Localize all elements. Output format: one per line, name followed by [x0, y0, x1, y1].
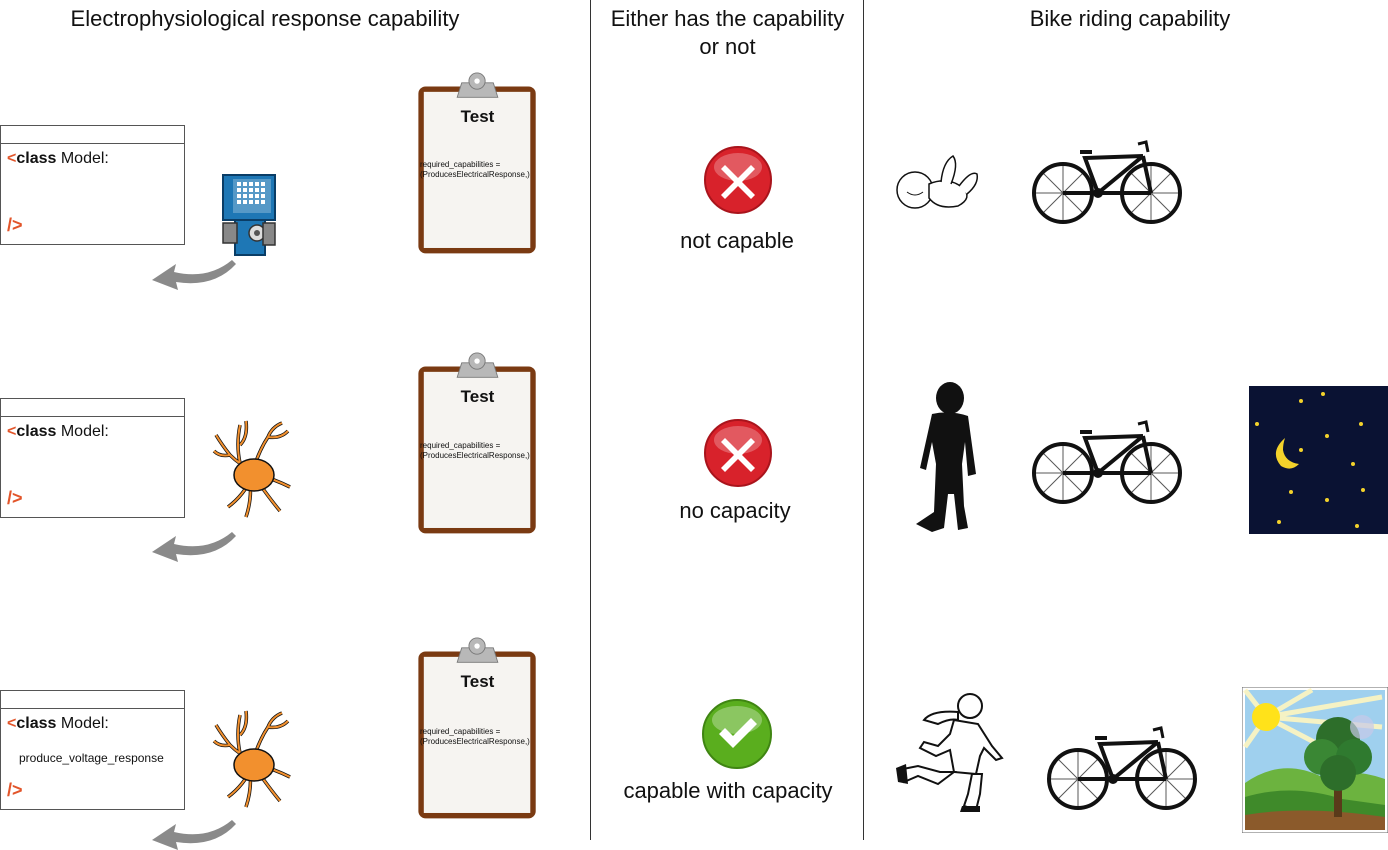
class-declaration: <class Model: — [7, 423, 109, 441]
right-column-title: Bike riding capability — [1029, 6, 1231, 31]
test-clipboard — [418, 637, 536, 819]
code-box-header — [1, 126, 184, 144]
status-label: no capacity — [679, 498, 791, 523]
model-code-box: <class Model: /> — [0, 125, 185, 245]
test-text-line2: (ProducesElectricalResponse,) — [420, 737, 530, 746]
test-text-line1: required_capabilities = — [420, 441, 501, 450]
test-clipboard — [418, 352, 536, 534]
status-label: capable with capacity — [623, 778, 833, 803]
code-box-header — [1, 399, 184, 417]
robot-icon — [222, 174, 276, 256]
method-name: produce_voltage_response — [19, 751, 164, 765]
class-keyword: class — [16, 150, 57, 167]
baby-icon — [896, 155, 979, 209]
check-mark-icon — [702, 699, 772, 769]
x-mark-icon — [704, 146, 772, 214]
divider-left — [590, 0, 591, 840]
model-code-box: <class Model: produce_voltage_response /… — [0, 690, 185, 810]
test-text-line1: required_capabilities = — [420, 727, 501, 736]
close-tag: /> — [7, 780, 23, 800]
neuron-icon — [212, 710, 291, 808]
open-tag-icon: < — [7, 423, 17, 440]
running-boy-icon — [896, 693, 1004, 812]
open-tag-icon: < — [7, 715, 17, 732]
test-requirements: required_capabilities = (ProducesElectri… — [420, 727, 530, 747]
left-column-title: Electrophysiological response capability — [70, 6, 460, 31]
arrow-icon — [152, 820, 236, 850]
class-name: Model: — [60, 150, 109, 167]
night-sky-icon — [1249, 386, 1388, 534]
open-tag-icon: < — [7, 150, 17, 167]
test-text-line2: (ProducesElectricalResponse,) — [420, 170, 530, 179]
test-title: Test — [460, 107, 495, 126]
test-title: Test — [460, 672, 495, 691]
neuron-icon — [212, 420, 291, 518]
middle-title-line1: Either has the capability — [610, 6, 845, 31]
test-clipboard — [418, 72, 536, 254]
x-mark-icon — [704, 419, 772, 487]
close-tag: /> — [7, 215, 23, 235]
code-box-header — [1, 691, 184, 709]
class-declaration: <class Model: — [7, 150, 109, 168]
bicycle-icon — [1032, 140, 1182, 224]
test-requirements: required_capabilities = (ProducesElectri… — [420, 441, 530, 461]
arrow-icon — [152, 260, 236, 290]
class-declaration: <class Model: — [7, 715, 109, 733]
divider-right — [863, 0, 864, 840]
test-text-line1: required_capabilities = — [420, 160, 501, 169]
middle-title-line2: or not — [699, 34, 756, 59]
close-tag: /> — [7, 488, 23, 508]
status-label: not capable — [680, 228, 794, 253]
test-title: Test — [460, 387, 495, 406]
test-requirements: required_capabilities = (ProducesElectri… — [420, 160, 530, 180]
bicycle-icon — [1032, 420, 1182, 504]
test-text-line2: (ProducesElectricalResponse,) — [420, 451, 530, 460]
middle-column-title: Either has the capability or not — [590, 5, 865, 61]
class-keyword: class — [16, 715, 57, 732]
class-name: Model: — [60, 715, 109, 732]
arrow-icon — [152, 532, 236, 562]
class-keyword: class — [16, 423, 57, 440]
sunny-landscape-icon — [1242, 687, 1388, 833]
bicycle-icon — [1047, 726, 1197, 810]
class-name: Model: — [60, 423, 109, 440]
model-code-box: <class Model: /> — [0, 398, 185, 518]
child-silhouette-icon — [916, 382, 976, 532]
